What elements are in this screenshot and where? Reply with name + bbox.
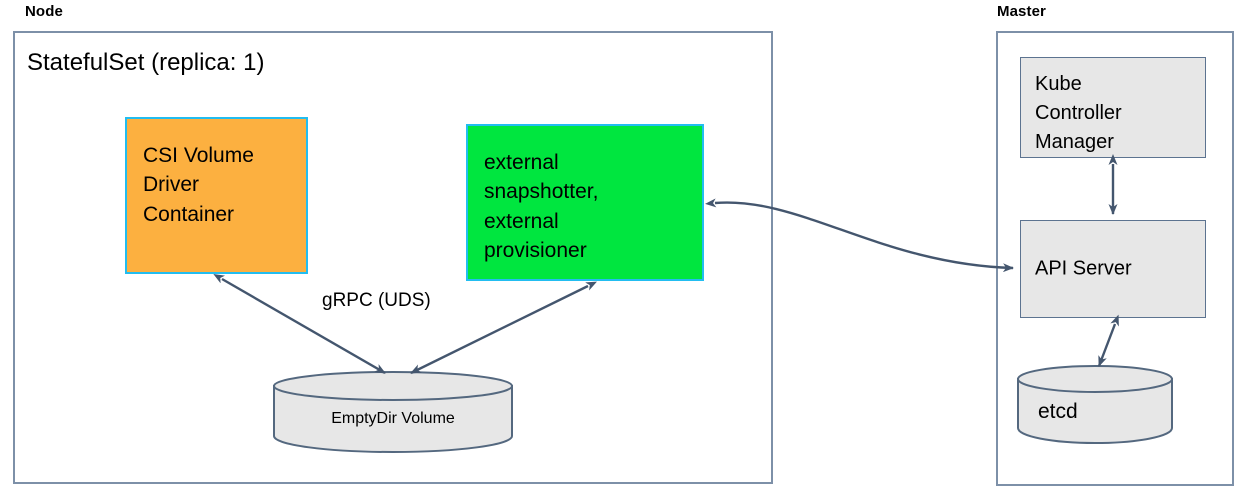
csi-volume-driver-container-box[interactable]: CSI Volume Driver Container xyxy=(125,117,308,274)
emptydir-volume-label: EmptyDir Volume xyxy=(331,410,455,427)
cylinder-shape xyxy=(1017,365,1173,444)
cylinder-shape xyxy=(273,371,513,453)
api-server-label: API Server xyxy=(1035,257,1132,280)
external-snapshotter-provisioner-label: external snapshotter, external provision… xyxy=(484,151,599,263)
external-snapshotter-provisioner-box[interactable]: external snapshotter, external provision… xyxy=(466,124,704,281)
master-group-label: Master xyxy=(997,3,1046,20)
statefulset-title: StatefulSet (replica: 1) xyxy=(27,49,265,76)
grpc-uds-edge-label: gRPC (UDS) xyxy=(322,290,431,311)
kube-controller-manager-label: Kube Controller Manager xyxy=(1035,73,1122,153)
kube-controller-manager-box[interactable]: Kube Controller Manager xyxy=(1020,57,1206,158)
node-group-label: Node xyxy=(25,3,63,20)
csi-volume-driver-container-label: CSI Volume Driver Container xyxy=(143,144,254,226)
etcd-cylinder[interactable]: etcd xyxy=(1016,364,1174,444)
emptydir-volume-cylinder[interactable]: EmptyDir Volume xyxy=(272,370,514,453)
api-server-box[interactable]: API Server xyxy=(1020,220,1206,318)
etcd-label: etcd xyxy=(1038,400,1078,423)
